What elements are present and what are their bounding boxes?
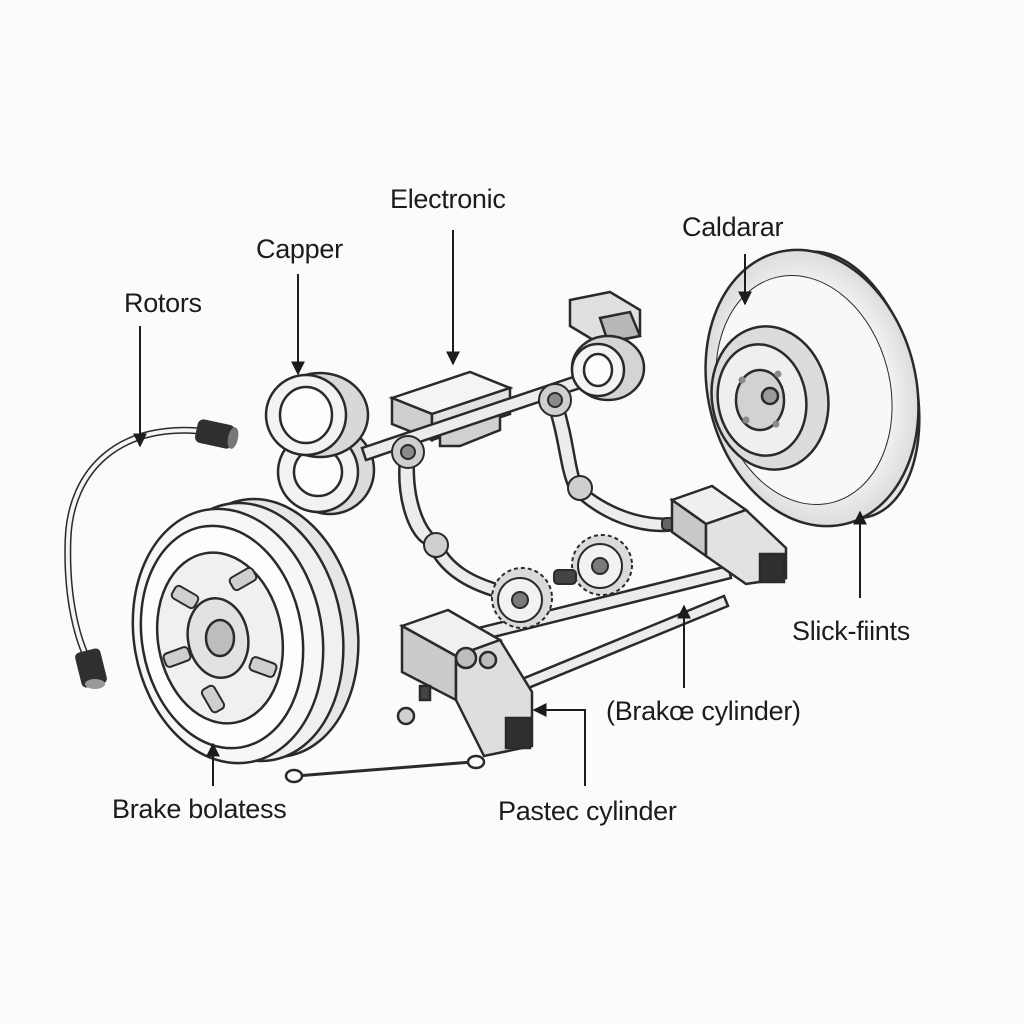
label-rotors: Rotors: [124, 288, 202, 318]
leader-lines: [133, 230, 867, 786]
label-brake-cylinder: (Brakœ cylinder): [606, 696, 801, 726]
label-slick-fiints: Slick-fiints: [792, 616, 910, 646]
caliper-bracket-upper: [568, 290, 646, 402]
gear-left: [491, 567, 553, 629]
hose-fitting-top: [195, 419, 239, 449]
rotor-disc: [704, 248, 921, 528]
cylinder-housing-left: [396, 608, 534, 758]
slide-block-right: [669, 484, 788, 586]
label-brake-bolatess: Brake bolatess: [112, 794, 287, 824]
tie-rod: [284, 754, 486, 784]
label-capper: Capper: [256, 234, 343, 264]
hose-fitting-bottom: [75, 648, 107, 689]
label-electronic: Electronic: [390, 184, 506, 214]
gear-right: [571, 534, 633, 596]
label-pastec-cylinder: Pastec cylinder: [498, 796, 677, 826]
linkage-frame: [360, 366, 733, 700]
arrow-pastec-cylinder: [532, 703, 586, 786]
brake-drum-wheel: [131, 497, 360, 765]
capper-caliper: [264, 371, 376, 516]
label-caldarar: Caldarar: [682, 212, 784, 242]
linkage-joints: [391, 383, 593, 558]
